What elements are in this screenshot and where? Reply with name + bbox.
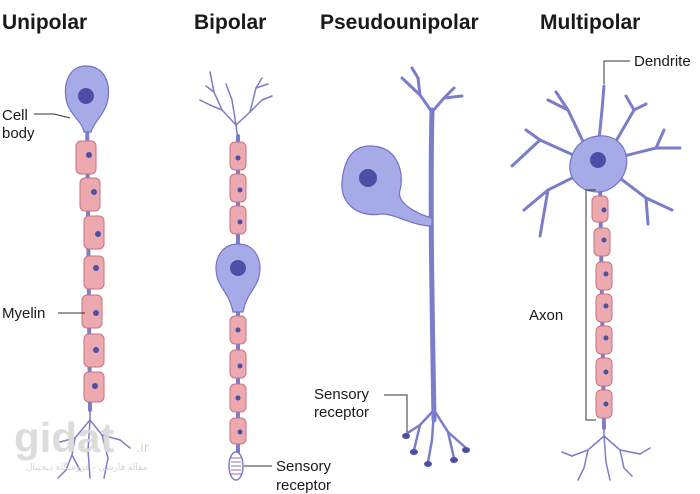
- watermark-tagline: مقاله فارسی - فروشگاه دیجیتال: [26, 461, 148, 473]
- multipolar-terminals: [561, 423, 651, 481]
- bipolar-neuron: [199, 71, 273, 481]
- pseudo-bottom-branches: [404, 408, 468, 464]
- multipolar-myelin: [591, 195, 613, 419]
- title-pseudounipolar: Pseudounipolar: [320, 11, 479, 34]
- unipolar-myelin: [75, 140, 105, 403]
- title-unipolar: Unipolar: [2, 11, 87, 34]
- multipolar-neuron: [510, 84, 682, 481]
- label-axon: Axon: [529, 307, 563, 324]
- label-cell-body-line1: Cell: [2, 107, 28, 124]
- unipolar-neuron: [57, 65, 131, 479]
- unipolar-nucleus: [78, 88, 94, 104]
- watermark-suffix: .ir: [136, 441, 150, 456]
- multipolar-dendrites: [510, 84, 682, 238]
- pseudounipolar-neuron: [341, 66, 470, 467]
- pseudo-cell-body: [341, 145, 433, 227]
- cell-body-leader: [34, 113, 71, 119]
- label-pseudo-receptor-line1: Sensory: [314, 386, 370, 403]
- watermark-brand: gidat: [14, 414, 114, 461]
- pseudo-receptor-leader: [384, 394, 408, 432]
- pseudo-receptor-endings: [402, 433, 470, 467]
- bipolar-cell-body: [215, 243, 261, 313]
- label-pseudo-receptor-line2: receptor: [314, 404, 369, 421]
- label-cell-body-line2: body: [2, 125, 35, 142]
- pseudo-top-branches: [400, 66, 464, 114]
- label-dendrite: Dendrite: [634, 53, 691, 70]
- watermark: gidat .ir مقاله فارسی - فروشگاه دیجیتال: [14, 414, 150, 473]
- title-bipolar: Bipolar: [194, 11, 266, 34]
- unipolar-terminals: [57, 404, 131, 479]
- axon-bracket: [585, 189, 596, 421]
- label-myelin: Myelin: [2, 305, 45, 322]
- label-bipolar-receptor-line2: receptor: [276, 477, 331, 494]
- bipolar-myelin-upper: [229, 141, 247, 235]
- label-bipolar-receptor-line1: Sensory: [276, 458, 332, 475]
- bipolar-myelin-lower: [229, 315, 247, 445]
- title-multipolar: Multipolar: [540, 11, 640, 34]
- bipolar-dendrites: [199, 71, 273, 141]
- dendrite-leader: [603, 60, 630, 84]
